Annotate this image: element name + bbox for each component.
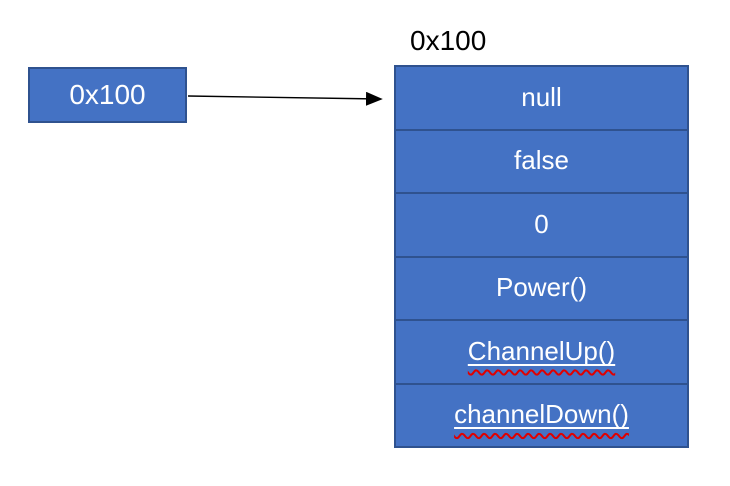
- field-value: false: [514, 145, 569, 176]
- field-value: Power(): [495, 272, 587, 303]
- field-value-text: channelDown(): [454, 399, 629, 430]
- field-value: 0: [534, 208, 549, 239]
- field-value: null: [521, 81, 562, 112]
- object-row-channelup: ChannelUp(): [396, 319, 687, 383]
- object-stack: null false 0 Power() ChannelUp() channel…: [394, 65, 689, 448]
- object-row-channeldown: channelDown(): [396, 382, 687, 447]
- object-address-label: 0x100: [410, 25, 487, 56]
- object-row-zero: 0: [396, 192, 687, 256]
- field-value: ChannelUp(): [467, 335, 616, 367]
- object-row-false: false: [396, 128, 687, 193]
- pointer-box: 0x100: [28, 67, 187, 123]
- field-value: channelDown(): [454, 399, 629, 430]
- object-row-power: Power(): [396, 255, 687, 320]
- object-row-null: null: [396, 67, 687, 129]
- pointer-box-label: 0x100: [69, 79, 146, 110]
- field-value-text: ChannelUp(): [467, 335, 616, 366]
